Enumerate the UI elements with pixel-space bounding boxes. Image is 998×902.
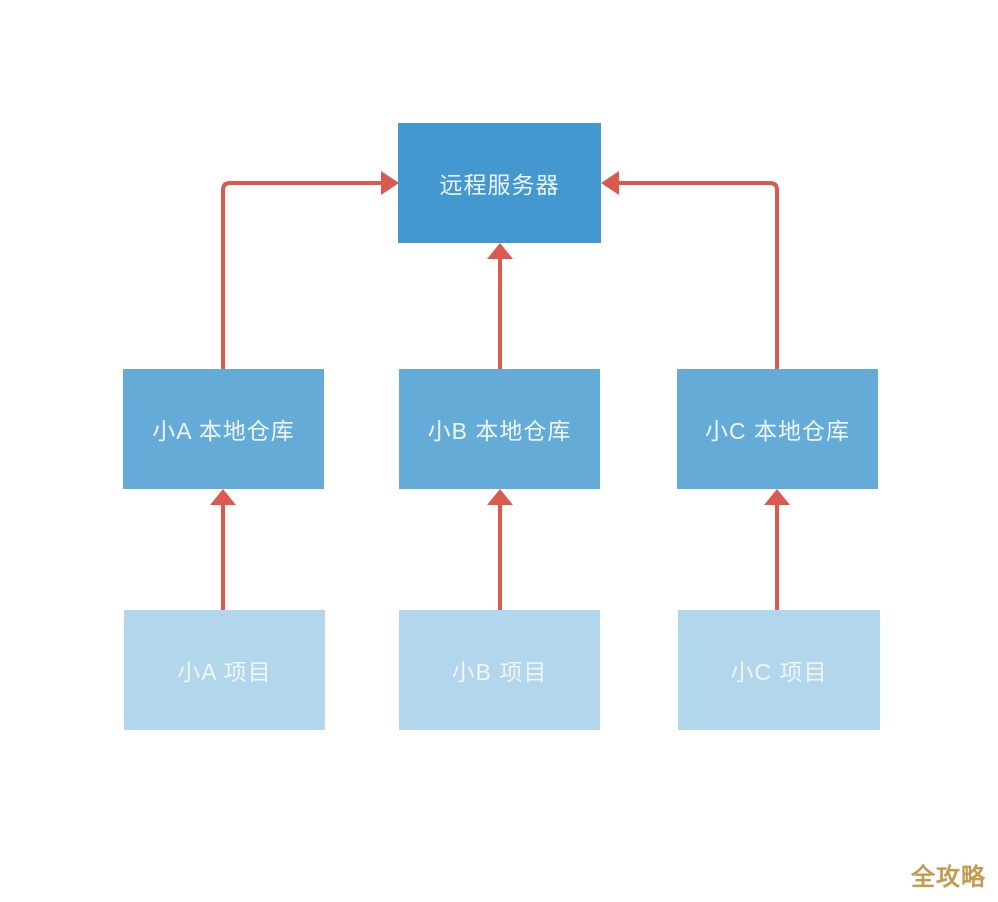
node-local-repo-c-label: 小C 本地仓库 <box>705 418 850 444</box>
node-project-c-label: 小C 项目 <box>730 659 828 685</box>
node-local-repo-b-label: 小B 本地仓库 <box>427 418 572 444</box>
arrow-project-a-to-local <box>210 489 236 610</box>
node-project-b-label: 小B 项目 <box>451 659 548 685</box>
node-local-repo-a-label: 小A 本地仓库 <box>152 418 295 444</box>
node-local-repo-b: 小B 本地仓库 <box>399 369 600 489</box>
arrow-local-b-to-remote <box>487 243 513 369</box>
node-project-a: 小A 项目 <box>124 610 325 730</box>
arrow-local-a-to-remote <box>221 171 399 369</box>
node-remote-server-label: 远程服务器 <box>439 172 560 198</box>
watermark-text: 全攻略 <box>911 864 986 891</box>
arrow-local-c-to-remote <box>601 171 779 369</box>
arrow-project-b-to-local <box>487 489 513 610</box>
node-project-b: 小B 项目 <box>399 610 600 730</box>
node-local-repo-a: 小A 本地仓库 <box>123 369 324 489</box>
node-project-c: 小C 项目 <box>678 610 880 730</box>
arrow-project-c-to-local <box>764 489 790 610</box>
node-project-a-label: 小A 项目 <box>177 659 272 685</box>
node-local-repo-c: 小C 本地仓库 <box>677 369 878 489</box>
node-remote-server: 远程服务器 <box>398 123 601 243</box>
